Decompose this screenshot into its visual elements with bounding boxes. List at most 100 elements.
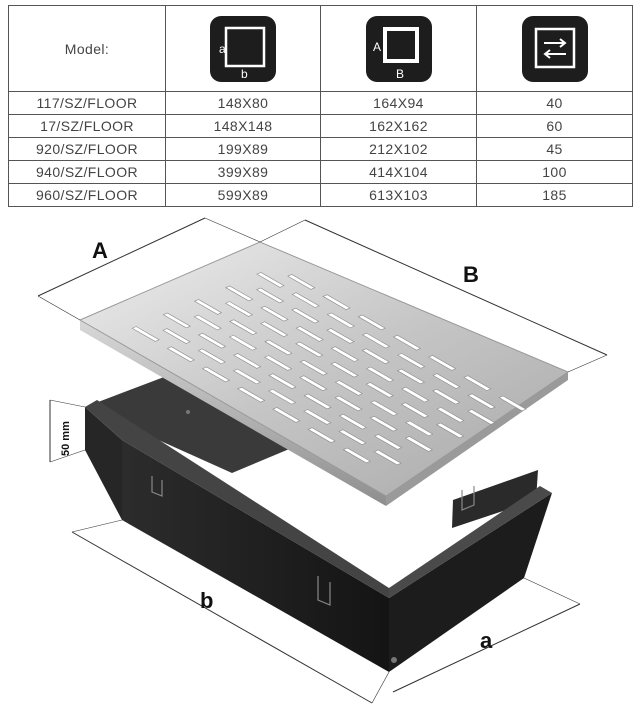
flow-cell: 60 bbox=[476, 114, 633, 138]
product-drawing: A B b a 50 mm bbox=[37, 217, 608, 704]
grille-slot bbox=[131, 326, 160, 342]
inner-size-header: a b bbox=[165, 5, 321, 92]
inner-size-icon: a b bbox=[210, 15, 276, 82]
inner-size-cell: 399X89 bbox=[165, 160, 321, 184]
grille-slot bbox=[467, 409, 496, 425]
grille-slot bbox=[427, 355, 457, 371]
icon-letter-b: b bbox=[241, 67, 248, 81]
grille-slot bbox=[431, 388, 461, 405]
grille-slot bbox=[338, 413, 367, 430]
grille-slot bbox=[373, 449, 402, 466]
spec-table: Model: a b A B bbox=[8, 5, 633, 207]
outer-size-cell: 212X102 bbox=[320, 137, 477, 161]
table-row: 117/SZ/FLOOR 148X80 164X94 40 bbox=[8, 91, 633, 115]
icon-letter-B: B bbox=[396, 67, 404, 81]
grille-slot bbox=[330, 361, 359, 378]
grille-slot bbox=[401, 386, 430, 403]
grille-slot bbox=[162, 312, 191, 329]
grille-slot bbox=[307, 427, 336, 443]
table-header-row: Model: a b A B bbox=[8, 5, 633, 92]
grille-slot bbox=[229, 319, 258, 335]
grille-slot bbox=[392, 334, 422, 351]
grille-slot bbox=[197, 348, 226, 365]
flow-cell: 45 bbox=[476, 137, 633, 161]
grille-slot bbox=[326, 312, 355, 329]
table-row: 940/SZ/FLOOR 399X89 414X104 100 bbox=[8, 160, 633, 184]
inner-size-cell: 148X80 bbox=[165, 91, 321, 115]
grille-slot bbox=[256, 287, 285, 304]
dimension-label-B: B bbox=[463, 262, 479, 287]
icon-letter-a: a bbox=[219, 42, 226, 56]
table-row: 920/SZ/FLOOR 199X89 212X102 45 bbox=[8, 137, 633, 161]
grille-slot bbox=[162, 328, 191, 344]
ventilation-flow-icon bbox=[521, 15, 588, 82]
flow-cell: 100 bbox=[476, 160, 633, 184]
grille-slot bbox=[299, 375, 328, 392]
table-row: 960/SZ/FLOOR 599X89 613X103 185 bbox=[8, 183, 633, 207]
grille-slot bbox=[361, 332, 391, 349]
icon-letter-A: A bbox=[373, 40, 381, 54]
model-cell: 920/SZ/FLOOR bbox=[8, 137, 166, 161]
grille-slot bbox=[233, 353, 262, 369]
grille-slot bbox=[295, 341, 324, 358]
grille-slot bbox=[166, 346, 195, 363]
grille-slot bbox=[232, 368, 262, 385]
outer-size-cell: 613X103 bbox=[320, 183, 477, 207]
grille-slot bbox=[369, 415, 398, 432]
inner-size-cell: 599X89 bbox=[165, 183, 321, 207]
grille-slot bbox=[291, 292, 320, 308]
grille-slot bbox=[264, 339, 293, 356]
flow-cell: 40 bbox=[476, 91, 633, 115]
grille-slot bbox=[463, 375, 492, 391]
grille-slot bbox=[193, 314, 222, 331]
grille-slot bbox=[193, 299, 223, 315]
grille-slot bbox=[357, 314, 386, 331]
inner-size-cell: 148X148 bbox=[165, 114, 321, 138]
grille-slot bbox=[326, 328, 355, 344]
outer-size-header: A B bbox=[320, 5, 477, 92]
grille-slot bbox=[365, 366, 395, 383]
grille-slot bbox=[498, 395, 527, 412]
grille-slot bbox=[268, 388, 297, 405]
grille-slot bbox=[303, 409, 332, 425]
flow-cell: 185 bbox=[476, 183, 633, 207]
outer-size-icon: A B bbox=[365, 15, 432, 82]
grille-slot bbox=[432, 373, 461, 389]
grille-slot bbox=[435, 422, 465, 439]
mounting-frame bbox=[85, 377, 552, 672]
grille-slot bbox=[268, 373, 297, 389]
grille-slot bbox=[201, 366, 231, 383]
dimension-label-b: b bbox=[200, 588, 213, 613]
grille-slot bbox=[405, 420, 434, 437]
dimension-label-height: 50 mm bbox=[60, 421, 72, 456]
grille-slot bbox=[228, 334, 258, 351]
table-row: 17/SZ/FLOOR 148X148 162X162 60 bbox=[8, 114, 633, 138]
grille-slot bbox=[338, 429, 367, 446]
grille-slot bbox=[467, 393, 496, 410]
grille-slot bbox=[260, 305, 289, 322]
grille-slot bbox=[256, 272, 285, 288]
flow-header bbox=[476, 5, 633, 92]
grille-slot bbox=[322, 294, 351, 310]
model-cell: 17/SZ/FLOOR bbox=[8, 114, 166, 138]
grille-slot bbox=[197, 332, 227, 349]
grille-slot bbox=[436, 407, 465, 423]
outer-size-cell: 414X104 bbox=[320, 160, 477, 184]
grille-slot bbox=[225, 285, 254, 302]
grille-slot bbox=[287, 274, 316, 290]
grille-slot bbox=[400, 402, 430, 418]
grille-slot bbox=[396, 368, 426, 385]
model-cell: 940/SZ/FLOOR bbox=[8, 160, 166, 184]
grille-slot bbox=[237, 386, 266, 403]
model-header: Model: bbox=[8, 5, 166, 92]
grille-slot bbox=[291, 307, 320, 324]
grille-slot bbox=[373, 434, 403, 450]
grille-slot bbox=[295, 326, 324, 342]
grille-slot bbox=[404, 436, 434, 452]
grille-slot bbox=[334, 380, 363, 396]
steel-grille bbox=[78, 241, 570, 506]
grille-slot bbox=[369, 400, 399, 416]
dimension-lines bbox=[37, 217, 608, 704]
grille-slot bbox=[260, 321, 289, 338]
grille-slot bbox=[334, 395, 363, 412]
